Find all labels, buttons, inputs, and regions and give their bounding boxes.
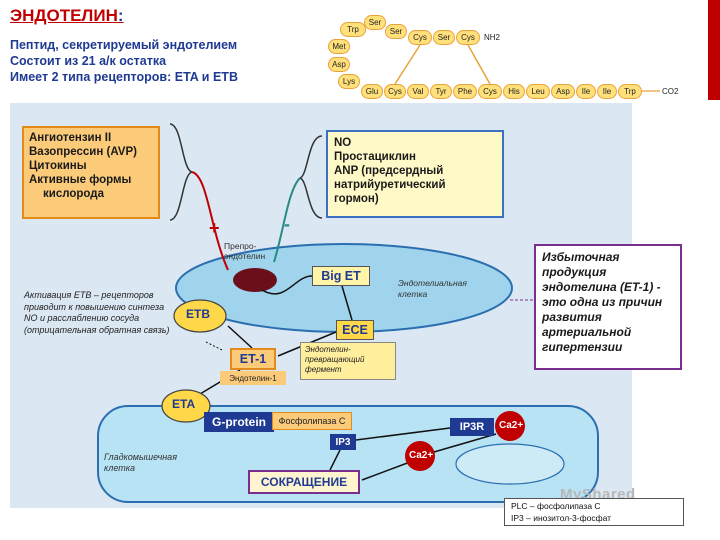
residue: Lys (338, 74, 360, 89)
inhibitor-item: Простациклин (334, 151, 416, 163)
subtitle-line-1: Пептид, секретируемый эндотелием (10, 38, 238, 52)
feedback-note: Активация ETB – рецепторов приводит к по… (24, 290, 170, 335)
inhibitor-item: NO (334, 137, 352, 149)
inhibitor-item: гормон) (334, 193, 379, 205)
etb-receptor-label: ETB (186, 307, 210, 321)
residue: Cys (384, 84, 406, 99)
subtitle-line-2: Состоит из 21 а/к остатка (10, 54, 167, 68)
ece-label: ECE (336, 320, 374, 340)
stimulus-item: Ангиотензин II (29, 132, 112, 144)
residue: Ile (597, 84, 617, 99)
accent-bar (708, 0, 720, 100)
residue: Phe (453, 84, 477, 99)
legend-line: PLC – фосфолипаза С (511, 501, 601, 511)
slide-title: ЭНДОТЕЛИН: (10, 6, 124, 25)
residue: Cys (408, 30, 432, 45)
residue: Tyr (430, 84, 452, 99)
residue: Val (407, 84, 429, 99)
inhibitors-box: NO Простациклин ANP (предсердный натрийу… (326, 130, 504, 218)
hypertension-note-text: Избыточная продукция эндотелина (ET-1) -… (542, 250, 663, 354)
ece-desc-line: превращающий (305, 355, 365, 364)
residue: Trp (618, 84, 642, 99)
ip3r-label: IP3R (450, 418, 494, 436)
abbreviation-legend: PLC – фосфолипаза С IP3 – инозитол-3-фос… (504, 498, 684, 526)
c-terminus-label: CO2 (662, 87, 679, 96)
big-et-label: Big ET (312, 266, 370, 286)
ece-desc-line: Эндотелин- (305, 345, 351, 354)
ece-description: Эндотелин- превращающий фермент (300, 342, 396, 380)
stimuli-box: Ангиотензин II Вазопрессин (AVP) Цитокин… (22, 126, 160, 219)
calcium-label: Ca2+ (499, 420, 524, 431)
n-terminus-label: NH2 (484, 33, 501, 42)
inhibit-sign: - (284, 214, 290, 234)
et1-caption: Эндотелин-1 (220, 371, 286, 385)
residue: Ser (385, 24, 407, 39)
eta-receptor-label: ETA (172, 397, 196, 411)
legend-line: IP3 – инозитол-3-фосфат (511, 513, 612, 523)
inhibitor-item: натрийуретический (334, 179, 446, 191)
stimulus-item: Цитокины (29, 160, 87, 172)
residue: His (503, 84, 525, 99)
stimulus-item: кислорода (43, 188, 104, 200)
residue: Met (328, 39, 350, 54)
contraction-label: СОКРАЩЕНИЕ (248, 470, 360, 494)
residue: Glu (361, 84, 383, 99)
residue: Trp (340, 22, 366, 37)
endothelial-cell-label: Эндотелиальная клетка (398, 278, 467, 299)
stimulate-sign: + (209, 218, 220, 238)
residue: Ser (364, 15, 386, 30)
inhibitor-item: ANP (предсердный (334, 165, 444, 177)
calcium-label: Ca2+ (409, 450, 434, 461)
residue: Ser (433, 30, 455, 45)
prepro-label: Препро-эндотелин (224, 241, 266, 261)
et1-label: ET-1 (230, 348, 276, 370)
residue: Asp (551, 84, 575, 99)
g-protein-label: G-protein (204, 412, 274, 432)
residue: Cys (456, 30, 480, 45)
subtitle-line-3: Имеет 2 типа рецепторов: ETA и ETB (10, 70, 238, 84)
ece-desc-line: фермент (305, 365, 342, 374)
plc-label: Фосфолипаза С (272, 412, 352, 430)
residue: Asp (328, 57, 350, 72)
residue: Cys (478, 84, 502, 99)
hypertension-note: Избыточная продукция эндотелина (ET-1) -… (534, 244, 682, 370)
disulfide-bonds (394, 44, 660, 92)
ip3-label: IP3 (330, 434, 356, 450)
stimulus-item: Активные формы (29, 174, 132, 186)
stimulus-item: Вазопрессин (AVP) (29, 146, 137, 158)
smooth-muscle-label: Гладкомышечная клетка (104, 452, 177, 473)
residue: Leu (526, 84, 550, 99)
residue: Ile (576, 84, 596, 99)
